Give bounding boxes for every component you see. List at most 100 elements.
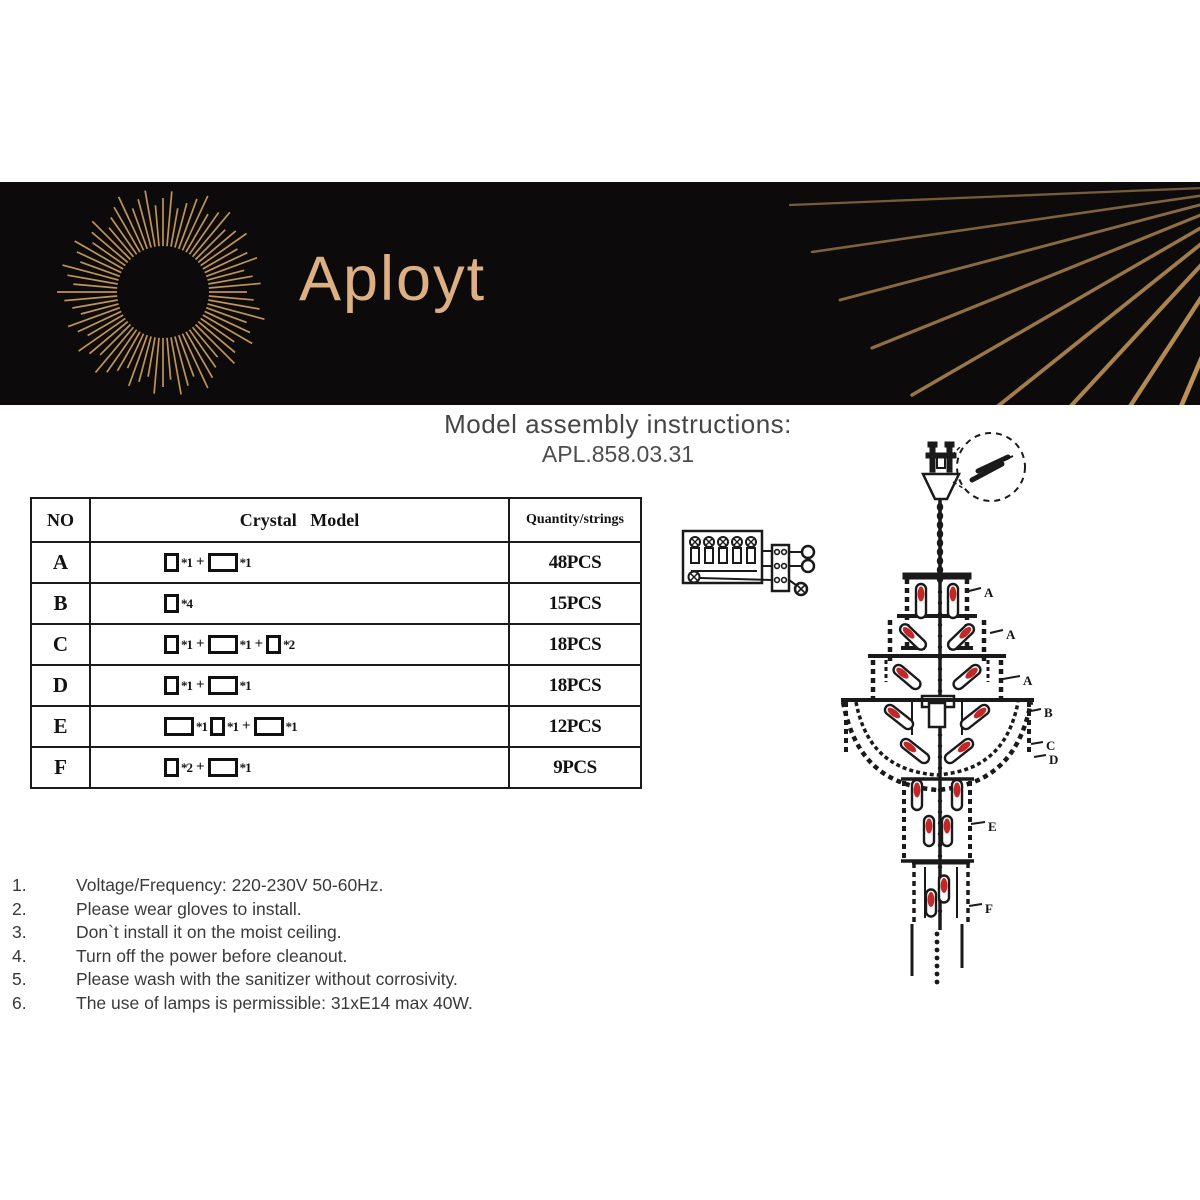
row-letter: B xyxy=(30,582,91,625)
diagram-label-d: D xyxy=(1049,752,1058,767)
sunburst-logo-icon xyxy=(57,190,265,395)
row-letter: D xyxy=(30,664,91,707)
page-title: Model assembly instructions: xyxy=(444,409,792,439)
candle-icon xyxy=(898,623,928,651)
candle-icon xyxy=(959,703,991,731)
candle-icon xyxy=(899,737,931,765)
diagram-label-b: B xyxy=(1044,705,1053,720)
row-quantity: 18PCS xyxy=(508,664,642,707)
diagram-label-f: F xyxy=(985,901,993,916)
crystal-rect-icon xyxy=(207,635,238,654)
crystal-square-icon xyxy=(164,758,179,777)
plus-sign: + xyxy=(196,677,205,693)
candle-icon xyxy=(910,778,924,812)
count-label: *1 xyxy=(227,718,239,734)
count-label: *1 xyxy=(196,718,208,734)
ceiling-mount-icon xyxy=(921,441,961,501)
instruction-number: 2. xyxy=(12,898,27,919)
instruction-item: 1.Voltage/Frequency: 220-230V 50-60Hz. xyxy=(10,874,473,898)
instruction-text: The use of lamps is permissible: 31xE14 … xyxy=(76,992,473,1013)
crystal-square-icon xyxy=(164,553,179,572)
plus-sign: + xyxy=(242,718,251,734)
candle-icon xyxy=(892,663,922,691)
count-label: *1 xyxy=(181,677,193,693)
brand-banner: Aployt xyxy=(0,182,1200,405)
crystal-rect-icon xyxy=(207,676,238,695)
instruction-text: Please wash with the sanitizer without c… xyxy=(76,969,458,989)
candle-icon xyxy=(952,663,982,691)
plus-sign: + xyxy=(254,636,264,652)
crystal-table: NO Crystal Model Quantity/strings A*1+*1… xyxy=(30,497,642,789)
count-label: *2 xyxy=(283,636,295,652)
instruction-item: 5. Please wash with the sanitizer without… xyxy=(10,968,473,992)
row-quantity: 48PCS xyxy=(508,541,642,584)
header-model: Crystal Model xyxy=(89,497,510,543)
candle-icon xyxy=(946,623,976,651)
crystal-square-icon xyxy=(210,717,225,736)
diagram-label-a2: A xyxy=(1006,627,1016,642)
instruction-number: 5. xyxy=(12,969,27,989)
instruction-text: Please wear gloves to install. xyxy=(76,898,302,919)
banner-artwork xyxy=(57,186,1200,405)
candle-icon xyxy=(950,778,964,812)
diagram-label-e: E xyxy=(988,819,997,834)
candle-icon xyxy=(946,582,960,620)
crystal-rect-icon xyxy=(207,553,238,572)
crystal-square-icon xyxy=(164,635,179,654)
count-label: *4 xyxy=(181,595,193,611)
row-letter: C xyxy=(30,623,91,666)
row-letter: E xyxy=(30,705,91,748)
wiring-diagram-icon xyxy=(681,529,816,597)
instruction-number: 6. xyxy=(12,992,27,1013)
count-label: *1 xyxy=(239,677,252,693)
crystal-square-icon xyxy=(164,676,179,695)
title-block: Model assembly instructions: APL.858.03.… xyxy=(18,409,1200,468)
part-labels xyxy=(968,587,1047,907)
instruction-list: 1.Voltage/Frequency: 220-230V 50-60Hz.2.… xyxy=(10,874,473,1015)
row-quantity: 9PCS xyxy=(508,746,642,789)
brand-logo-text: Aployt xyxy=(299,244,487,314)
count-label: *1 xyxy=(181,636,193,652)
chandelier-frame-icon xyxy=(840,572,1034,985)
count-label: *1 xyxy=(239,554,252,570)
crystal-rect-icon xyxy=(207,758,238,777)
count-label: *1 xyxy=(239,759,252,775)
row-crystal-model: *4 xyxy=(89,582,510,625)
count-label: *1 xyxy=(239,636,252,652)
count-label: *1 xyxy=(285,718,298,734)
instruction-text: Voltage/Frequency: 220-230V 50-60Hz. xyxy=(76,875,384,895)
candle-icon xyxy=(943,737,975,765)
instruction-item: 3.Don`t install it on the moist ceiling. xyxy=(10,921,473,945)
instruction-text: Turn off the power before cleanout. xyxy=(76,945,348,966)
crystal-square-icon xyxy=(164,594,179,613)
detail-magnifier-icon xyxy=(951,432,1026,502)
candle-icon xyxy=(940,814,954,848)
candle-icon xyxy=(922,814,936,848)
header-no: NO xyxy=(30,497,91,543)
candle-icon xyxy=(924,888,938,918)
row-crystal-model: *2+*1 xyxy=(89,746,510,789)
row-quantity: 12PCS xyxy=(508,705,642,748)
diagram-label-a1: A xyxy=(984,585,994,600)
row-crystal-model: *1+*1 xyxy=(89,664,510,707)
diagram-label-c: C xyxy=(1046,738,1055,753)
row-crystal-model: *1+*1 xyxy=(89,541,510,584)
plus-sign: + xyxy=(196,554,205,570)
table-header-row: NO Crystal Model Quantity/strings xyxy=(30,497,642,543)
candle-icon xyxy=(914,582,928,620)
row-crystal-model: *1+*1+*2 xyxy=(89,623,510,666)
crystal-square-icon xyxy=(266,635,282,654)
header-qty: Quantity/strings xyxy=(508,497,642,543)
instruction-item: 4. Turn off the power before cleanout. xyxy=(10,945,473,969)
instruction-number: 3. xyxy=(12,922,27,942)
assembly-diagram: A A A B C D E F xyxy=(681,432,1058,985)
row-letter: F xyxy=(30,746,91,789)
instruction-number: 4. xyxy=(12,945,27,966)
count-label: *1 xyxy=(181,554,193,570)
crystal-rect-icon xyxy=(164,717,194,736)
